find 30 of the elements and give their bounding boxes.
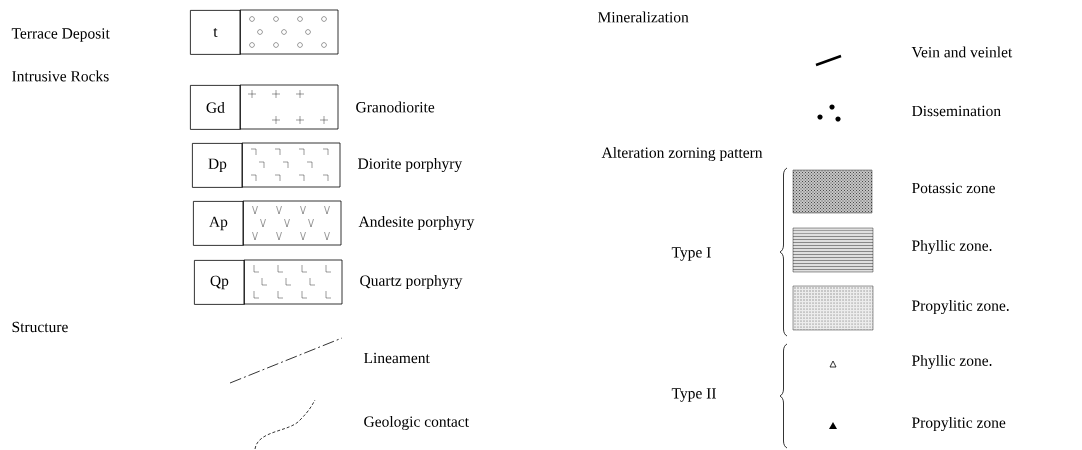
node-label: Dp bbox=[208, 158, 227, 173]
unit-name: Diorite porphyry bbox=[358, 157, 463, 173]
unit-name: Andesite porphyry bbox=[358, 215, 475, 231]
legend-label: Geologic contact bbox=[364, 415, 469, 431]
rock-unit-box: Gd bbox=[190, 84, 339, 130]
legend-label: Propylitic zone. bbox=[912, 299, 1009, 315]
legend-label: Lineament bbox=[364, 352, 430, 364]
node-label: Ap bbox=[209, 216, 228, 231]
rock-unit-box: Ap bbox=[193, 200, 342, 246]
legend-label: Phyllic zone. bbox=[912, 354, 992, 370]
legend-label: Vein and veinlet bbox=[911, 46, 1013, 58]
section-heading: Mineralization bbox=[598, 11, 689, 23]
legend-label: Potassic zone bbox=[912, 182, 995, 194]
rock-unit-box: Qp bbox=[194, 259, 343, 305]
legend-label: Phyllic zone. bbox=[912, 239, 992, 255]
unit-name: Granodiorite bbox=[356, 101, 435, 113]
rock-unit-box: Dp bbox=[192, 142, 341, 188]
group-label: Type II bbox=[671, 388, 716, 402]
section-heading: Intrusive Rocks bbox=[12, 70, 109, 82]
section-heading: Alteration zorning pattern bbox=[601, 146, 763, 162]
legend-label: Dissemination bbox=[912, 105, 1001, 117]
group-label: Type I bbox=[671, 247, 711, 261]
section-heading: Terrace Deposit bbox=[11, 28, 110, 42]
node-label: t bbox=[213, 27, 218, 37]
node-label: Gd bbox=[206, 101, 225, 113]
section-heading: Structure bbox=[12, 321, 68, 333]
unit-name: Quartz porphyry bbox=[360, 274, 463, 290]
legend-label: Propylitic zone bbox=[912, 416, 1006, 432]
rock-unit-box: t bbox=[190, 9, 339, 55]
node-label: Qp bbox=[210, 275, 229, 290]
